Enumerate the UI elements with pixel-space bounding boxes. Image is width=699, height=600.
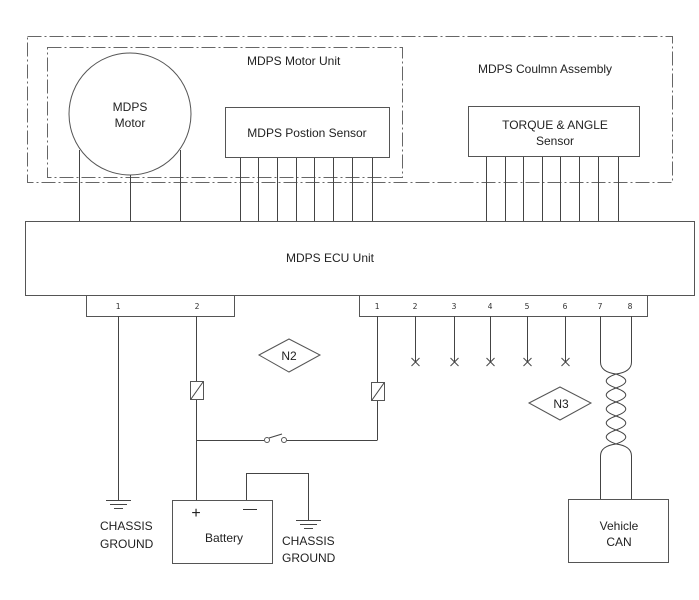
twist-loop (606, 416, 616, 430)
right-pin-3-label: 3 (452, 302, 457, 311)
right-connector (360, 296, 648, 317)
unconnected-pin-5 (524, 316, 532, 366)
twist-loop (616, 388, 626, 402)
can-wire-8-lower (616, 444, 632, 499)
svg-text:N2: N2 (281, 349, 297, 363)
battery-minus-sign: — (243, 500, 257, 516)
column-assembly-label: MDPS Coulmn Assembly (478, 62, 612, 76)
position-sensor-wires (241, 158, 373, 221)
right-pin-6-label: 6 (563, 302, 568, 311)
motor-unit-label: MDPS Motor Unit (247, 54, 341, 68)
svg-text:N3: N3 (553, 397, 569, 411)
fuse-right-icon (372, 383, 385, 401)
unconnected-pin-4 (487, 316, 495, 366)
motor-label-line1: MDPS (113, 100, 148, 114)
torque-sensor-label-line1: TORQUE & ANGLE (502, 118, 608, 132)
node-n2: N2 (259, 339, 320, 372)
can-wire-7 (601, 316, 617, 374)
chassis-ground-left-icon (106, 501, 131, 509)
right-pin-8-label: 8 (628, 302, 633, 311)
ignition-switch-icon (197, 434, 378, 443)
chassis-ground-right-line2: GROUND (282, 551, 336, 565)
battery-label: Battery (205, 531, 243, 545)
twisted-pair-can (601, 316, 632, 499)
chassis-ground-left-line1: CHASSIS (100, 519, 153, 533)
unconnected-pins (412, 316, 570, 366)
twist-loop (616, 374, 626, 388)
twist-loop (616, 430, 626, 444)
chassis-ground-right-line1: CHASSIS (282, 534, 335, 548)
twist-loop (606, 430, 616, 444)
left-pin-1-label: 1 (116, 302, 121, 311)
chassis-ground-left-line2: GROUND (100, 537, 154, 551)
unconnected-pin-2 (412, 316, 420, 366)
ecu-label: MDPS ECU Unit (286, 251, 375, 265)
right-pin-1-label: 1 (375, 302, 380, 311)
twist-loop (616, 416, 626, 430)
motor-label-line2: Motor (115, 116, 146, 130)
position-sensor-label: MDPS Postion Sensor (247, 126, 366, 140)
right-pin-5-label: 5 (525, 302, 530, 311)
twist-loop (606, 374, 616, 388)
twist-loop (606, 402, 616, 416)
twist-loop (606, 388, 616, 402)
right-pin-2-label: 2 (413, 302, 418, 311)
battery-plus-sign: + (191, 505, 200, 522)
left-pin-2-label: 2 (195, 302, 200, 311)
right-pin-7-label: 7 (598, 302, 603, 311)
right-pin-4-label: 4 (488, 302, 493, 311)
twist-loop (616, 402, 626, 416)
unconnected-pin-3 (451, 316, 459, 366)
torque-sensor-wires (487, 157, 619, 221)
vehicle-can-label-line2: CAN (606, 535, 631, 549)
mdps-motor (69, 53, 191, 175)
torque-sensor-label-line2: Sensor (536, 134, 574, 148)
can-wire-8 (616, 316, 632, 374)
fuse-left-icon (191, 382, 204, 400)
vehicle-can-label-line1: Vehicle (600, 519, 639, 533)
chassis-ground-right-icon (296, 521, 321, 529)
left-connector (87, 296, 235, 317)
node-n3: N3 (529, 387, 591, 420)
can-wire-7-lower (601, 444, 617, 499)
unconnected-pin-6 (562, 316, 570, 366)
